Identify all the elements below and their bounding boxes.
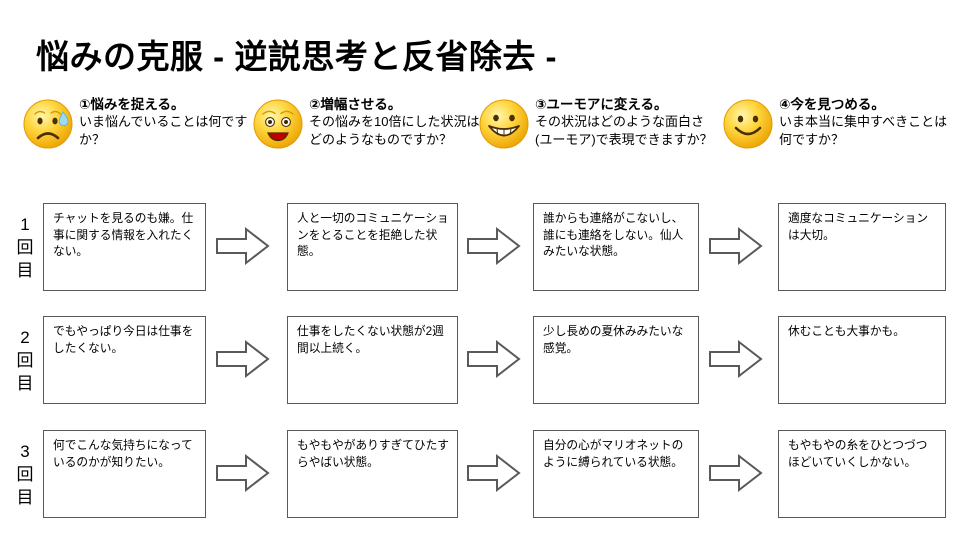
table-cell-r3c3[interactable]: 自分の心がマリオネットのように縛られている状態。 (533, 430, 699, 518)
row-label-1-char-0: 1 (20, 215, 30, 234)
row-label-1-char-2: 目 (16, 261, 34, 280)
row-label-2-char-0: 2 (20, 328, 30, 347)
block-arrow-right-icon (215, 453, 270, 493)
block-arrow-right-icon (466, 339, 521, 379)
step-2-question: その悩みを10倍にした状況はどのようなものですか？ (309, 114, 480, 147)
page-title: 悩みの克服 - 逆説思考と反省除去 - (36, 38, 557, 75)
step-4-question: いま本当に集中すべきことは何ですか？ (779, 114, 948, 147)
table-cell-r3c2[interactable]: もやもやがありすぎてひたすらやばい状態。 (287, 430, 458, 518)
block-arrow-right-icon (466, 453, 521, 493)
table-cell-r1c4[interactable]: 適度なコミュニケーションは大切。 (778, 203, 946, 291)
row-label-2-char-2: 目 (16, 374, 34, 393)
row-label-3-char-1: 回 (16, 465, 34, 484)
step-header-4: ④今を見つめる。 いま本当に集中すべきことは何ですか？ (722, 96, 960, 184)
step-header-2: ②増幅させる。 その悩みを10倍にした状況はどのようなものですか？ (252, 96, 490, 184)
table-cell-r1c3[interactable]: 誰からも連絡がこないし、誰にも連絡をしない。仙人みたいな状態。 (533, 203, 699, 291)
table-cell-r2c3[interactable]: 少し長めの夏休みみたいな感覚。 (533, 316, 699, 404)
block-arrow-right-icon (215, 339, 270, 379)
row-label-2-char-1: 回 (16, 351, 34, 370)
step-2-heading: ②増幅させる。 (309, 97, 402, 112)
step-header-1: ①悩みを捉える。 いま悩んでいることは何ですか？ (22, 96, 260, 184)
block-arrow-right-icon (708, 339, 763, 379)
sad-sweating-face-emoji (22, 98, 74, 150)
row-label-3-char-2: 目 (16, 488, 34, 507)
block-arrow-right-icon (708, 453, 763, 493)
row-label-1-char-1: 回 (16, 238, 34, 257)
step-2-text: ②増幅させる。 その悩みを10倍にした状況はどのようなものですか？ (309, 96, 489, 148)
row-label-2: 2 回 目 (13, 326, 37, 395)
shocked-face-emoji (252, 98, 304, 150)
step-1-text: ①悩みを捉える。 いま悩んでいることは何ですか？ (79, 96, 259, 148)
row-label-1: 1 回 目 (13, 213, 37, 282)
table-cell-r1c1[interactable]: チャットを見るのも嫌。仕事に関する情報を入れたくない。 (43, 203, 206, 291)
grinning-face-emoji (478, 98, 530, 150)
table-cell-r2c2[interactable]: 仕事をしたくない状態が2週間以上続く。 (287, 316, 458, 404)
table-cell-r1c2[interactable]: 人と一切のコミュニケーションをとることを拒絶した状態。 (287, 203, 458, 291)
row-label-3: 3 回 目 (13, 440, 37, 509)
table-cell-r3c1[interactable]: 何でこんな気持ちになっているのかが知りたい。 (43, 430, 206, 518)
step-1-heading: ①悩みを捉える。 (79, 97, 185, 112)
block-arrow-right-icon (466, 226, 521, 266)
step-3-question: その状況はどのような面白さ(ユーモア)で表現できますか？ (535, 114, 713, 147)
step-header-3: ③ユーモアに変える。 その状況はどのような面白さ(ユーモア)で表現できますか？ (478, 96, 716, 184)
table-cell-r2c4[interactable]: 休むことも大事かも。 (778, 316, 946, 404)
step-4-text: ④今を見つめる。 いま本当に集中すべきことは何ですか？ (779, 96, 959, 148)
table-cell-r3c4[interactable]: もやもやの糸をひとつづつほどいていくしかない。 (778, 430, 946, 518)
table-cell-r2c1[interactable]: でもやっぱり今日は仕事をしたくない。 (43, 316, 206, 404)
block-arrow-right-icon (215, 226, 270, 266)
step-3-text: ③ユーモアに変える。 その状況はどのような面白さ(ユーモア)で表現できますか？ (535, 96, 715, 148)
step-3-heading: ③ユーモアに変える。 (535, 97, 668, 112)
step-4-heading: ④今を見つめる。 (779, 97, 885, 112)
smiling-face-emoji (722, 98, 774, 150)
row-label-3-char-0: 3 (20, 442, 30, 461)
block-arrow-right-icon (708, 226, 763, 266)
step-1-question: いま悩んでいることは何ですか？ (79, 114, 248, 147)
